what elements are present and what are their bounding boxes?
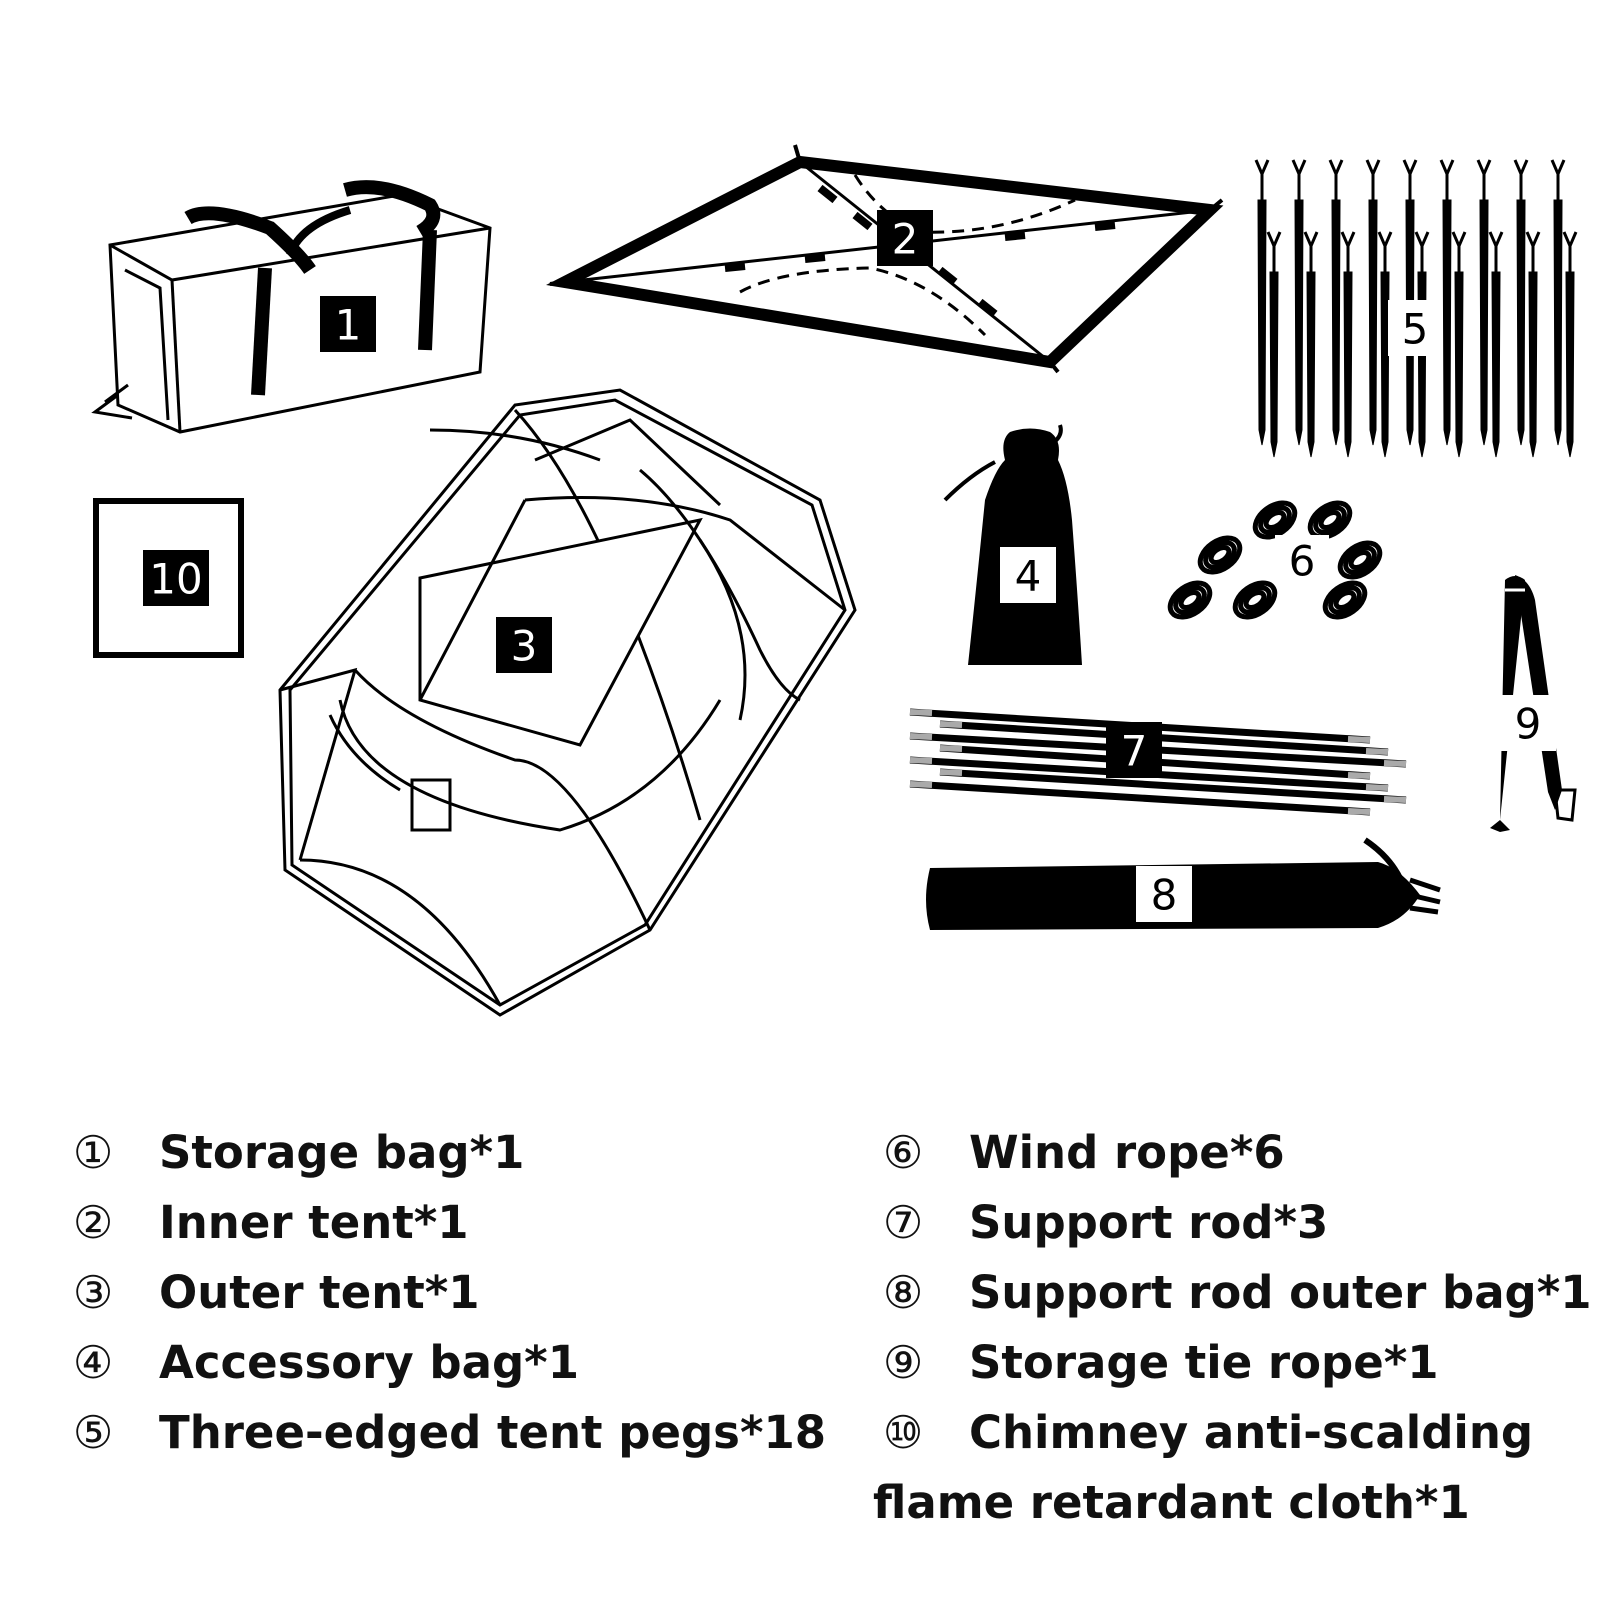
legend-item-number: ⑩ xyxy=(882,1406,924,1459)
legend-item-label: Storage bag*1 xyxy=(159,1126,525,1179)
storage-bag-illustration xyxy=(91,180,492,434)
tent-peg xyxy=(1439,159,1455,446)
legend-item-label: Chimney anti-scalding xyxy=(969,1406,1534,1459)
wind-ropes-illustration xyxy=(1167,500,1383,620)
legend-item-number: ⑤ xyxy=(72,1406,114,1459)
badge-10: 10 xyxy=(143,550,209,606)
legend-item-label: Storage tie rope*1 xyxy=(969,1336,1439,1389)
rope-coil xyxy=(1232,580,1278,620)
rod xyxy=(939,720,1389,756)
legend-item-number: ⑥ xyxy=(882,1126,924,1179)
legend-item-number: ④ xyxy=(72,1336,114,1389)
badge-4: 4 xyxy=(1000,547,1056,603)
badge-8: 8 xyxy=(1136,866,1192,922)
tent-peg xyxy=(1562,231,1578,458)
legend-item-number: ② xyxy=(72,1196,114,1249)
badge-2: 2 xyxy=(877,210,933,266)
tent-peg xyxy=(1328,159,1344,446)
legend-item-label: Wind rope*6 xyxy=(969,1126,1285,1179)
badge-3: 3 xyxy=(496,617,552,673)
badge-1-label: 1 xyxy=(335,301,362,350)
legend-item-number: ⑦ xyxy=(882,1196,924,1249)
tent-peg xyxy=(1513,159,1529,446)
badge-5: 5 xyxy=(1388,300,1442,356)
badge-9: 9 xyxy=(1500,695,1556,751)
tent-peg xyxy=(1266,231,1282,458)
legend-item-label: Accessory bag*1 xyxy=(159,1336,580,1389)
badge-7-label: 7 xyxy=(1121,727,1148,776)
tent-peg xyxy=(1377,231,1393,458)
legend-item-number: ⑧ xyxy=(882,1266,924,1319)
badge-7: 7 xyxy=(1106,722,1162,778)
rope-coil xyxy=(1337,540,1383,580)
tent-peg xyxy=(1291,159,1307,446)
tent-peg xyxy=(1340,231,1356,458)
rope-coil xyxy=(1252,500,1298,540)
badge-5-label: 5 xyxy=(1402,305,1429,354)
legend-item-number: ③ xyxy=(72,1266,114,1319)
badge-4-label: 4 xyxy=(1015,552,1042,601)
tent-peg xyxy=(1365,159,1381,446)
legend-item-number: ⑨ xyxy=(882,1336,924,1389)
rod xyxy=(939,768,1407,804)
legend-item-label: Outer tent*1 xyxy=(159,1266,480,1319)
badge-6-label: 6 xyxy=(1289,537,1316,586)
tent-peg xyxy=(1525,231,1541,458)
legend-item-label: Three-edged tent pegs*18 xyxy=(159,1406,827,1459)
badge-2-label: 2 xyxy=(892,215,919,264)
accessory-bag-illustration xyxy=(943,424,1082,665)
badge-9-label: 9 xyxy=(1515,700,1542,749)
rod xyxy=(909,780,1371,816)
rope-coil xyxy=(1322,580,1368,620)
legend-item-label: Support rod outer bag*1 xyxy=(969,1266,1592,1319)
tent-pegs-illustration xyxy=(1254,159,1578,458)
tent-peg xyxy=(1476,159,1492,446)
tent-peg xyxy=(1488,231,1504,458)
badge-1: 1 xyxy=(320,296,376,352)
outer-tent-illustration xyxy=(278,388,857,1017)
rope-coil xyxy=(1167,580,1213,620)
badge-8-label: 8 xyxy=(1151,871,1178,920)
tent-peg xyxy=(1254,159,1270,446)
badge-3-label: 3 xyxy=(511,622,538,671)
legend-item-label: Support rod*3 xyxy=(969,1196,1329,1249)
badge-10-label: 10 xyxy=(149,555,202,604)
tent-peg xyxy=(1550,159,1566,446)
badge-6: 6 xyxy=(1275,535,1329,586)
legend-item-number: ① xyxy=(72,1126,114,1179)
rope-coil xyxy=(1307,500,1353,540)
rope-coil xyxy=(1197,535,1243,575)
legend-item-label: Inner tent*1 xyxy=(159,1196,469,1249)
tent-peg xyxy=(1303,231,1319,458)
tent-peg xyxy=(1451,231,1467,458)
